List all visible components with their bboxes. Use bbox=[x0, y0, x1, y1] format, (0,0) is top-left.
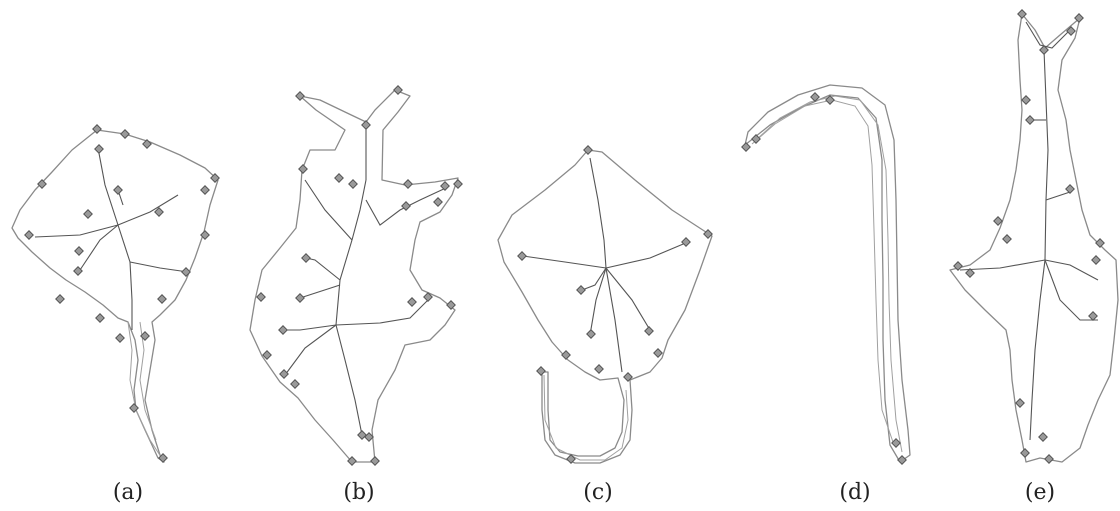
panel-a-skeleton-nodes bbox=[25, 125, 219, 462]
panel-b-skeleton-nodes bbox=[257, 86, 462, 465]
panel-e-caption: (e) bbox=[1025, 480, 1055, 505]
panel-b-shape bbox=[250, 90, 458, 462]
panel-e-shape bbox=[950, 14, 1118, 462]
panel-d-caption: (d) bbox=[839, 480, 870, 505]
panel-a-shape bbox=[12, 130, 218, 462]
panel-c-shape bbox=[498, 150, 712, 463]
panel-b-caption: (b) bbox=[343, 480, 374, 505]
panel-e-skeleton-nodes bbox=[954, 10, 1104, 463]
panel-a-caption: (a) bbox=[113, 480, 143, 505]
panel-c-skeleton-nodes bbox=[518, 146, 712, 463]
panel-d-shape bbox=[745, 85, 910, 462]
panel-c-caption: (c) bbox=[583, 480, 613, 505]
